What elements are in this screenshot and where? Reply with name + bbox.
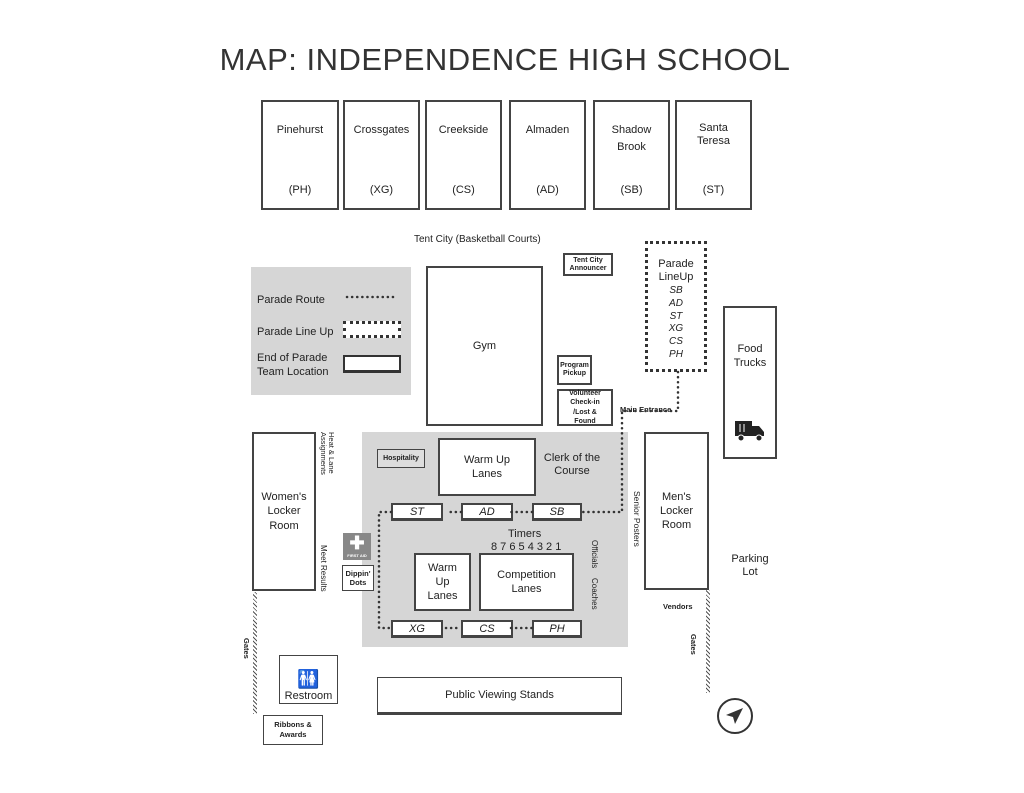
team-pinehurst: Pinehurst(PH): [261, 100, 339, 210]
lineup-item: CS: [669, 336, 683, 348]
senior-posters-label: Senior Posters: [632, 491, 642, 547]
womens-locker-room: Women's Locker Room: [252, 432, 316, 591]
mens-locker-room: Men's Locker Room: [644, 432, 709, 590]
heat-lane-assignments: Heat & Lane Assignments: [319, 432, 337, 475]
program-pickup: Program Pickup: [557, 355, 592, 385]
volunteer-check-in: Volunteer Check-in /Lost & Found: [557, 389, 613, 426]
main-entrance-label: Main Entrance: [620, 405, 672, 414]
map-title: MAP: INDEPENDENCE HIGH SCHOOL: [219, 42, 791, 77]
team-shadow-brook: Shadow Brook(SB): [593, 100, 670, 210]
food-truck-icon: [735, 421, 764, 442]
timers-label: Timers: [508, 528, 542, 540]
gym: Gym: [426, 266, 543, 426]
tent-city-label: Tent City (Basketball Courts): [414, 234, 541, 245]
coaches-label: Coaches: [590, 578, 599, 610]
parade-lineup-title: Parade LineUp: [658, 258, 694, 284]
food-trucks-label: Food Trucks: [733, 343, 767, 370]
lineup-item: ST: [669, 310, 683, 322]
hospitality: Hospitality: [377, 449, 425, 468]
officials-label: Officials: [590, 540, 599, 569]
clerk-of-course: Clerk of the Course: [543, 452, 601, 478]
team-location-xg: XG: [391, 620, 443, 638]
warm-up-lanes-bottom: Warm Up Lanes: [414, 553, 471, 611]
public-viewing-stands: Public Viewing Stands: [377, 677, 622, 715]
team-crossgates: Crossgates(XG): [343, 100, 420, 210]
lineup-item: SB: [669, 285, 683, 297]
gates-left: [253, 592, 257, 714]
restroom: 🚻 Restroom: [279, 655, 338, 704]
gates-left-label: Gates: [242, 638, 251, 659]
lane-numbers: 8 7 6 5 4 3 2 1: [491, 541, 562, 553]
first-aid-icon: ✚FIRST AID: [343, 533, 371, 560]
team-location-cs: CS: [461, 620, 513, 638]
legend-end-of-parade: End of Parade Team Location: [257, 352, 329, 379]
team-santa-teresa: Santa Teresa(ST): [675, 100, 752, 210]
legend-parade-line-up: Parade Line Up: [257, 326, 334, 338]
gates-right-label: Gates: [689, 634, 698, 655]
parking-lot: Parking Lot: [731, 553, 769, 579]
food-trucks: Food Trucks: [723, 306, 777, 459]
legend-parade-route: Parade Route: [257, 294, 325, 306]
meet-results-label: Meet Results: [319, 545, 328, 592]
team-location-st: ST: [391, 503, 443, 521]
tent-city-announcer: Tent City Announcer: [563, 253, 613, 276]
parade-lineup-area: Parade LineUp SB AD ST XG CS PH: [645, 241, 707, 372]
team-location-ad: AD: [461, 503, 513, 521]
gates-right: [706, 590, 710, 693]
restroom-icon: 🚻: [297, 668, 320, 689]
lineup-item: PH: [669, 348, 683, 360]
competition-lanes: Competition Lanes: [479, 553, 574, 611]
ribbons-awards: Ribbons & Awards: [263, 715, 323, 745]
team-location-ph: PH: [532, 620, 582, 638]
warm-up-lanes-top: Warm Up Lanes: [438, 438, 536, 496]
team-creekside: Creekside(CS): [425, 100, 502, 210]
legend-line-up-swatch: [343, 321, 401, 338]
legend-team-location-swatch: [343, 355, 401, 373]
team-location-sb: SB: [532, 503, 582, 521]
lineup-item: XG: [668, 323, 684, 335]
dippin-dots: Dippin' Dots: [342, 565, 374, 591]
lineup-item: AD: [669, 298, 683, 310]
compass-icon: [717, 698, 753, 734]
vendors-label: Vendors: [663, 602, 693, 611]
team-almaden: Almaden(AD): [509, 100, 586, 210]
restroom-label: Restroom: [284, 689, 333, 702]
